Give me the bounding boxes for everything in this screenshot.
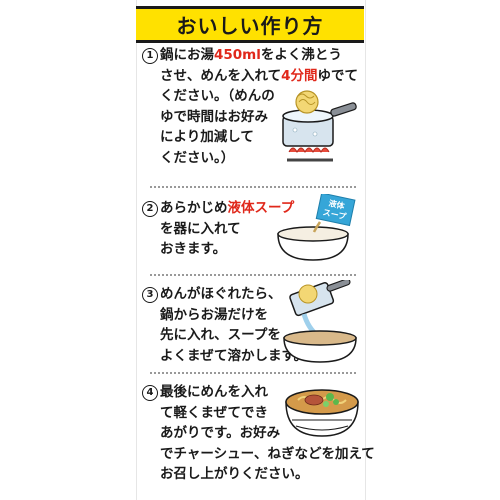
step-3-line-2: 鍋からお湯だけを	[160, 306, 268, 323]
step-1-line-5: により加減して	[160, 129, 254, 145]
step-number: 1	[142, 48, 158, 64]
step-1-line-4: ゆで時間はお好み	[160, 108, 268, 125]
divider	[150, 274, 356, 276]
pour-water-illustration	[283, 280, 357, 363]
step-number: 3	[142, 287, 158, 303]
step-4-line-4: でチャーシュー、ねぎなどを加えて	[160, 445, 375, 462]
page-title: おいしい作り方	[136, 6, 364, 43]
step-2-line-2: を器に入れて	[160, 220, 241, 237]
step-number: 4	[142, 385, 158, 401]
divider	[150, 186, 356, 188]
step-3-line-3: 先に入れ、スープを	[160, 327, 281, 343]
step-3-line-4: よくまぜて溶かします。	[160, 347, 308, 364]
step-number: 2	[142, 201, 158, 217]
step-2-line-3: おきます。	[160, 241, 227, 257]
pot-boiling-illustration	[282, 90, 357, 162]
soup-packet-bowl-illustration: 液体 スープ	[277, 194, 356, 261]
finished-ramen-illustration	[285, 389, 359, 437]
title-text: おいしい作り方	[176, 14, 324, 38]
divider	[150, 372, 356, 374]
step-4-line-3: あがりです。お好み	[160, 425, 281, 441]
step-4-line-5: お召し上がりください。	[160, 466, 309, 482]
step-1-line-3: ください。（めんの	[160, 88, 275, 104]
step-4-line-2: て軽くまぜてでき	[160, 404, 268, 421]
step-1-line-2: させ、めんを入れて4分間ゆでて	[160, 67, 359, 84]
packet-label-1: 液体	[328, 198, 347, 211]
step-1-line-6: ください。）	[160, 149, 235, 166]
